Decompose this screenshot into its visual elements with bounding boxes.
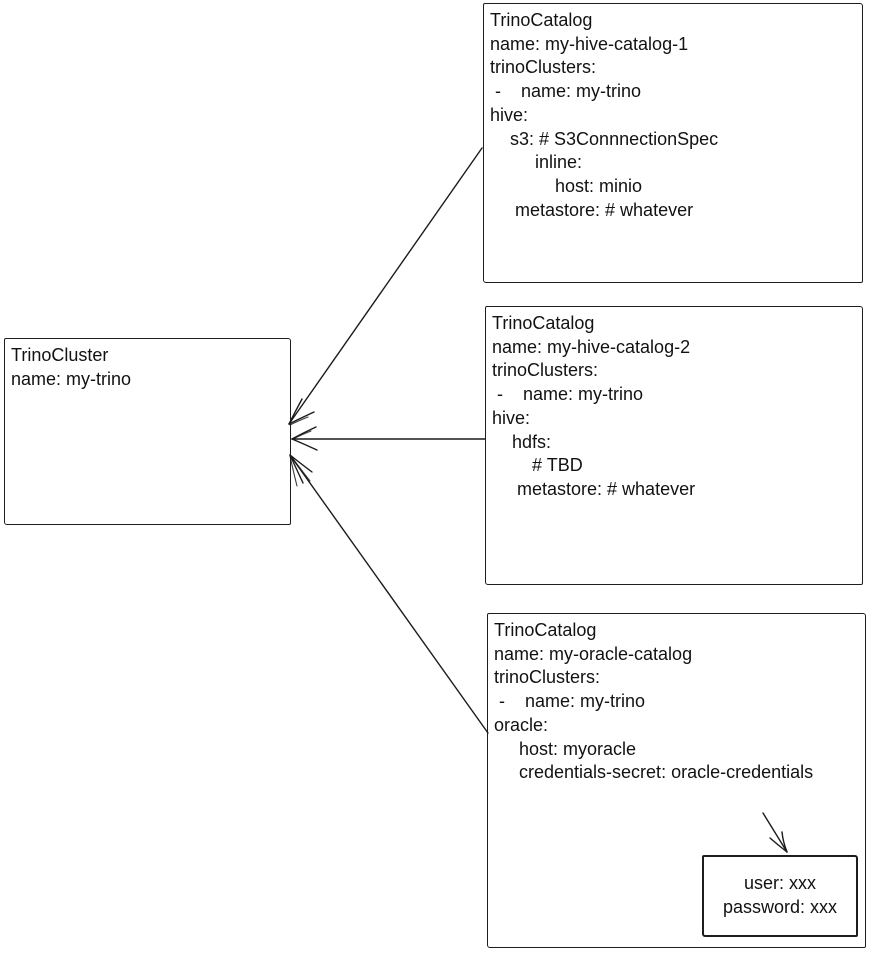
oracle-credentials-secret-node[interactable]: user: xxx password: xxx [702, 855, 858, 937]
connector-arrowhead [291, 426, 317, 440]
trino-catalog-3-node[interactable]: TrinoCatalog name: my-oracle-catalog tri… [487, 613, 866, 948]
node-title: TrinoCluster [11, 345, 109, 365]
trino-catalog-1-node[interactable]: TrinoCatalog name: my-hive-catalog-1 tri… [483, 3, 863, 283]
connector-catalog3-cluster[interactable] [289, 454, 489, 734]
node-body: name: my-oracle-catalog trinoClusters: -… [494, 643, 814, 783]
node-body: name: my-hive-catalog-2 trinoClusters: -… [492, 336, 696, 499]
connector-catalog2-cluster[interactable] [291, 426, 486, 451]
connector-arrowhead-sketch [289, 455, 298, 487]
connector-shaft [289, 454, 489, 734]
trino-catalog-2-node[interactable]: TrinoCatalog name: my-hive-catalog-2 tri… [485, 306, 863, 585]
node-body: name: my-hive-catalog-1 trinoClusters: -… [490, 33, 719, 220]
node-body: name: my-trino [11, 368, 132, 389]
node-title: TrinoCatalog [492, 313, 595, 333]
connector-arrowhead [289, 454, 304, 484]
connector-arrowhead [291, 438, 318, 451]
connector-shaft [288, 147, 483, 425]
connector-arrowhead-sketch [289, 416, 309, 426]
connector-catalog1-cluster[interactable] [288, 147, 483, 426]
trino-cluster-node[interactable]: TrinoCluster name: my-trino [4, 338, 291, 525]
connector-arrowhead-sketch [290, 455, 311, 482]
node-title: TrinoCatalog [494, 620, 597, 640]
connector-arrowhead-sketch [292, 430, 312, 440]
connector-arrowhead [288, 411, 315, 425]
node-title: TrinoCatalog [490, 10, 593, 30]
node-body: user: xxx password: xxx [722, 872, 838, 917]
connector-arrowhead [289, 454, 313, 473]
